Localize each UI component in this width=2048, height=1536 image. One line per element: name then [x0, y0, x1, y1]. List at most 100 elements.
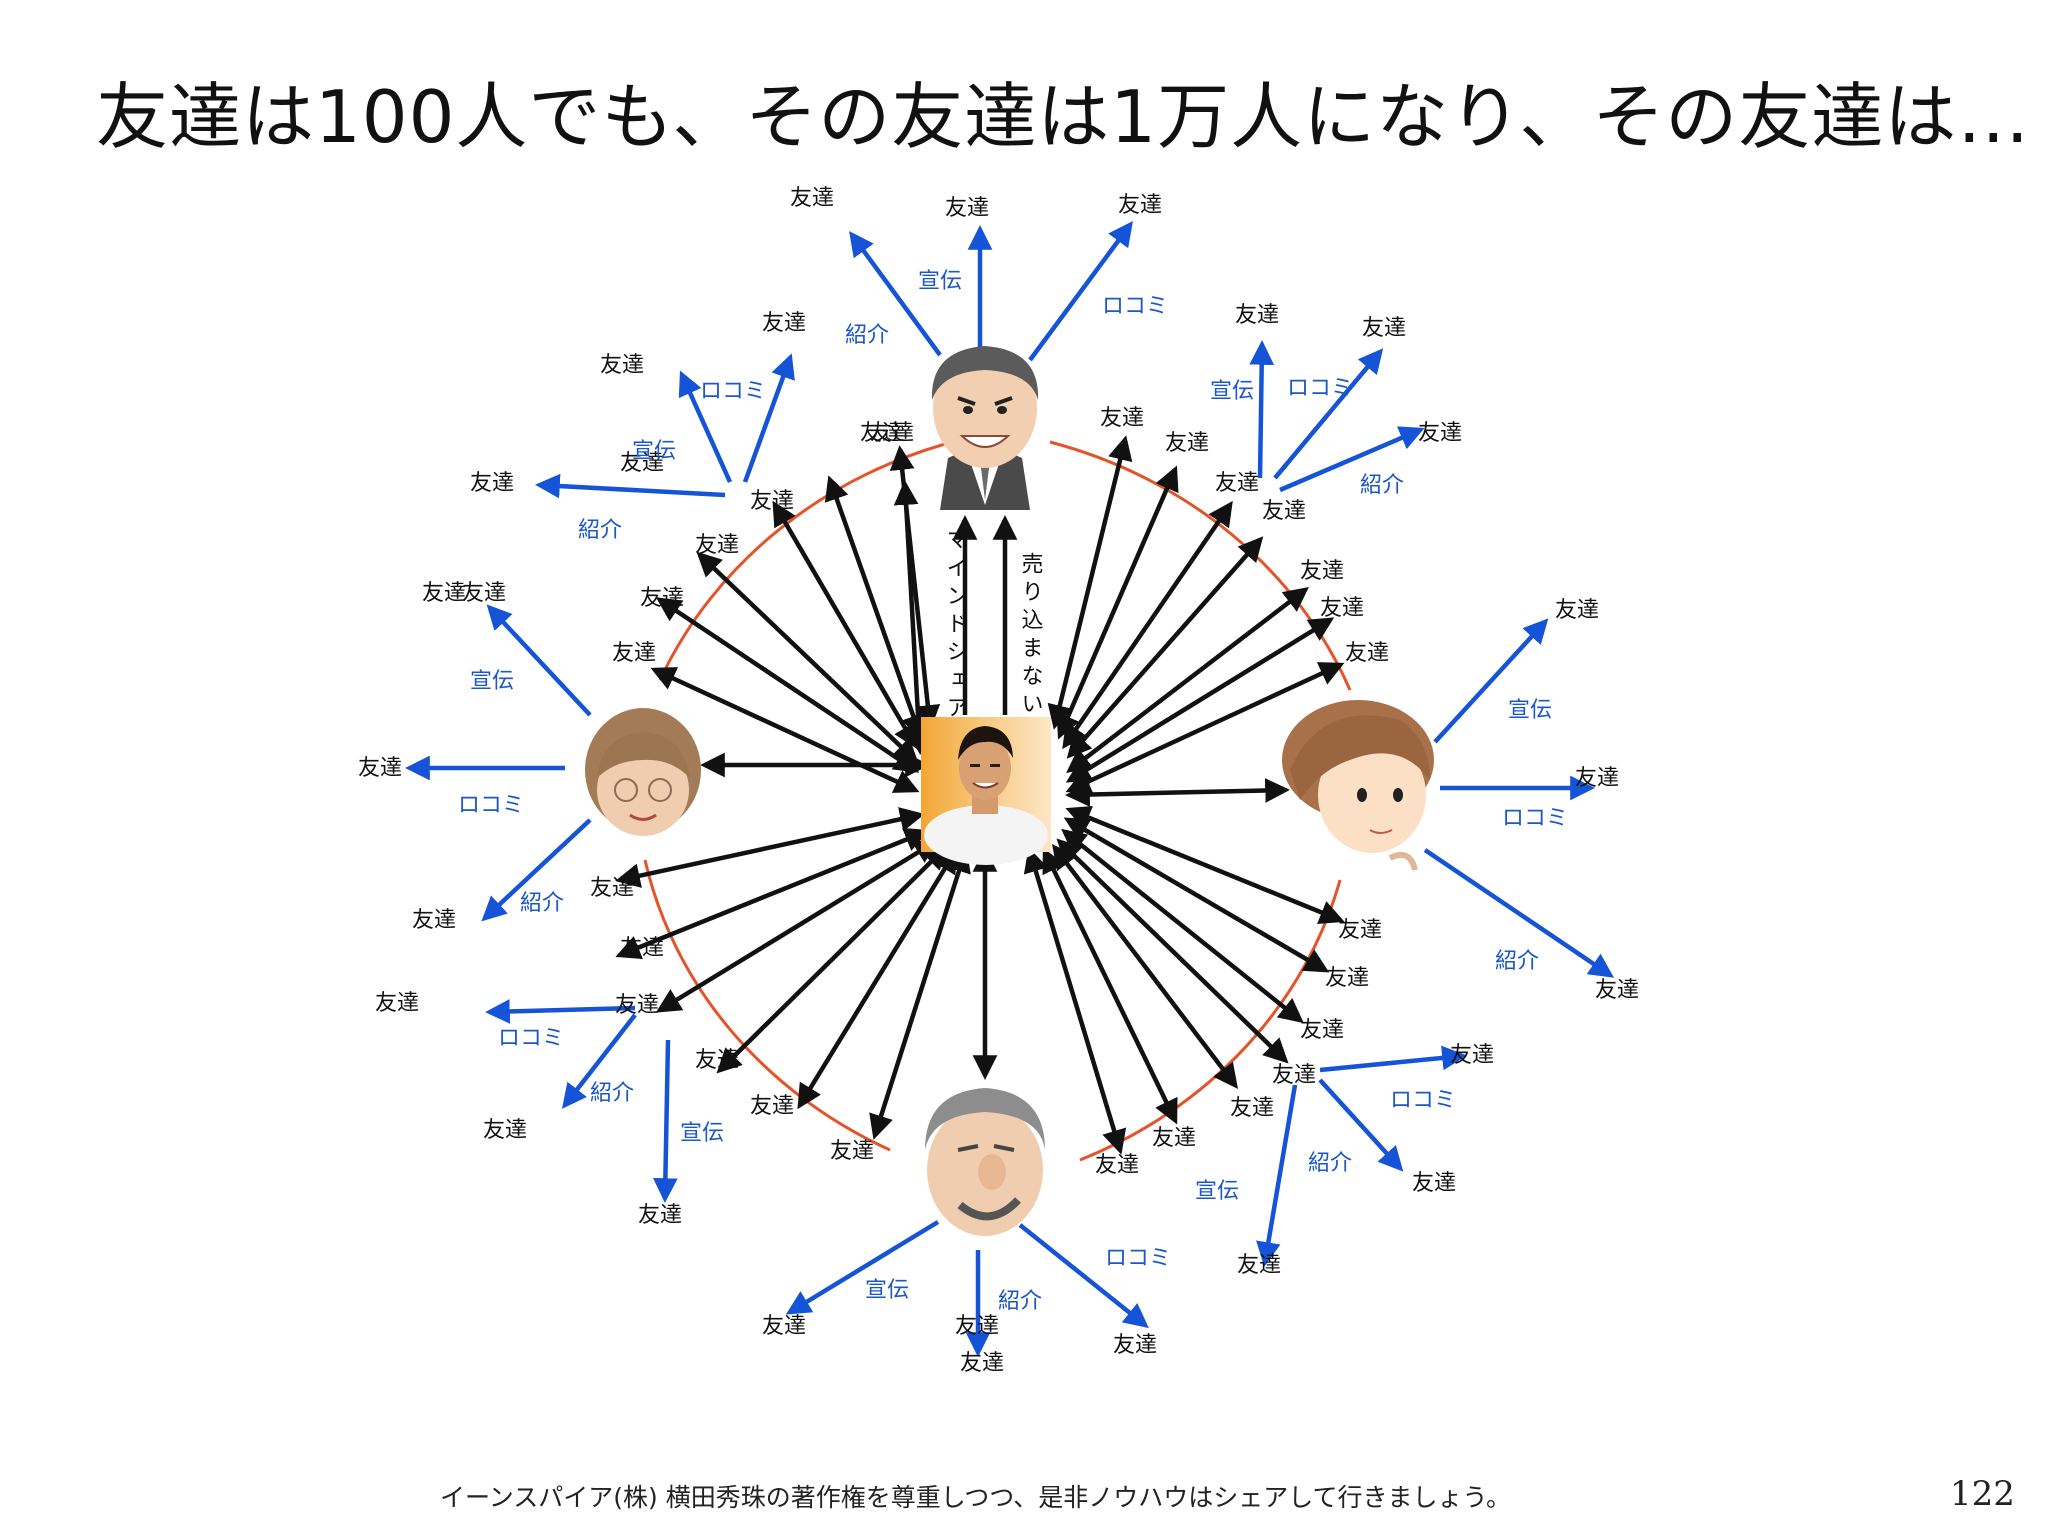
page-number: 122 — [1950, 1474, 2015, 1514]
channel-label-word-of-mouth: ロコミ — [1390, 1088, 1456, 1113]
friend-label: 友達 — [1165, 431, 1209, 456]
channel-label-advertising: 宣伝 — [1195, 1179, 1239, 1204]
friend-label: 友達 — [960, 1351, 1004, 1376]
friend-label: 友達 — [955, 1314, 999, 1339]
friend-label: 友達 — [590, 876, 634, 901]
friend-label: 友達 — [1418, 421, 1462, 446]
friend-label: 友達 — [1345, 641, 1389, 666]
blue-outward-arrow — [1273, 348, 1384, 480]
friend-label: 友達 — [1325, 966, 1369, 991]
friend-label: 友達 — [1412, 1171, 1456, 1196]
blue-outward-arrow — [1433, 618, 1549, 744]
channel-label-word-of-mouth: ロコミ — [1287, 376, 1353, 401]
channel-label-word-of-mouth: ロコミ — [458, 793, 524, 818]
channel-label-word-of-mouth: ロコミ — [1105, 1246, 1171, 1271]
friend-label: 友達 — [1595, 978, 1639, 1003]
friend-label: 友達 — [483, 1118, 527, 1143]
friend-label: 友達 — [762, 311, 806, 336]
friend-label: 友達 — [1113, 1333, 1157, 1358]
blue-outward-arrow — [1028, 221, 1133, 362]
friend-label: 友達 — [1320, 596, 1364, 621]
blue-outward-arrow — [535, 473, 726, 499]
black-spoke-arrow — [716, 844, 949, 1074]
copyright-footer: イーンスパイア(株) 横田秀珠の著作権を尊重しつつ、是非ノウハウはシェアして行き… — [440, 1483, 1511, 1512]
channel-label-advertising: 宣伝 — [470, 669, 514, 694]
blue-outward-arrow — [1319, 1045, 1467, 1073]
no-push-sell-label: 売り込まない — [1018, 552, 1044, 720]
friend-label: 友達 — [1262, 499, 1306, 524]
friend-label: 友達 — [462, 581, 506, 606]
blue-outward-arrow — [1018, 1223, 1149, 1329]
channel-label-referral: 紹介 — [1495, 949, 1539, 974]
blue-outward-arrow — [485, 999, 636, 1024]
black-spoke-arrow — [615, 827, 930, 960]
friend-label: 友達 — [358, 756, 402, 781]
slide-title: 友達は100人でも、その友達は1万人になり、その友達は… — [96, 75, 2031, 159]
blue-outward-arrow — [849, 231, 942, 357]
black-spoke-arrow — [1065, 806, 1345, 924]
friend-label: 友達 — [412, 908, 456, 933]
friend-label: 友達 — [1300, 559, 1344, 584]
friend-label: 友達 — [1272, 1063, 1316, 1088]
friend-label: 友達 — [620, 451, 664, 476]
black-spoke-arrow — [1065, 662, 1345, 793]
blue-outward-arrow — [1423, 848, 1615, 978]
channel-label-referral: 紹介 — [1308, 1151, 1352, 1176]
friend-label: 友達 — [640, 586, 684, 611]
friend-label: 友達 — [1100, 406, 1144, 431]
channel-label-advertising: 宣伝 — [1210, 379, 1254, 404]
blue-outward-arrow — [1279, 426, 1425, 493]
black-spoke-arrow — [1047, 435, 1133, 730]
black-spoke-arrow — [1063, 817, 1330, 973]
channel-label-advertising: 宣伝 — [1508, 698, 1552, 723]
friend-label: 友達 — [750, 1094, 794, 1119]
friend-label: 友達 — [860, 421, 904, 446]
center-person-photo — [921, 717, 1051, 865]
black-spoke-arrow — [1065, 778, 1290, 807]
black-spoke-arrow — [655, 839, 940, 1013]
black-arrows — [615, 435, 1345, 1155]
friend-label: 友達 — [638, 1203, 682, 1228]
channel-label-referral: 紹介 — [845, 323, 889, 348]
blue-outward-arrow — [481, 818, 592, 922]
friend-label: 友達 — [1215, 471, 1259, 496]
channel-label-word-of-mouth: ロコミ — [1102, 294, 1168, 319]
friend-label: 友達 — [600, 353, 644, 378]
top-person-businessman — [931, 346, 1039, 510]
channel-label-advertising: 宣伝 — [918, 269, 962, 294]
bottom-person-old-man — [925, 1088, 1045, 1236]
friend-label: 友達 — [695, 533, 739, 558]
friend-label: 友達 — [612, 641, 656, 666]
blue-outward-arrow — [653, 1039, 678, 1203]
blue-arrows — [405, 221, 1615, 1357]
friend-label: 友達 — [1300, 1018, 1344, 1043]
friend-label: 友達 — [1237, 1253, 1281, 1278]
channel-label-referral: 紹介 — [998, 1289, 1042, 1314]
friend-label: 友達 — [1118, 193, 1162, 218]
friend-label: 友達 — [695, 1048, 739, 1073]
friend-label: 友達 — [1338, 918, 1382, 943]
black-spoke-arrow — [869, 847, 971, 1140]
black-spoke-arrow — [772, 500, 918, 750]
friend-label: 友達 — [762, 1314, 806, 1339]
black-spoke-arrow — [1066, 586, 1309, 774]
friend-label: 友達 — [1235, 303, 1279, 328]
blue-outward-arrow — [785, 1220, 940, 1315]
blue-outward-arrow — [486, 604, 592, 717]
black-spoke-arrow — [1023, 847, 1127, 1155]
right-person-woman — [1282, 700, 1434, 871]
friend-label: 友達 — [1575, 766, 1619, 791]
blue-outward-arrow — [561, 1013, 637, 1109]
channel-label-word-of-mouth: ロコミ — [1502, 806, 1568, 831]
black-spoke-arrow — [696, 551, 919, 764]
black-spoke-arrow — [797, 847, 958, 1110]
friend-label: 友達 — [422, 581, 466, 606]
blue-outward-arrow — [1318, 1078, 1404, 1172]
friend-label: 友達 — [790, 186, 834, 211]
friend-label: 友達 — [615, 993, 659, 1018]
channel-label-referral: 紹介 — [578, 518, 622, 543]
friend-label: 友達 — [750, 489, 794, 514]
channel-label-word-of-mouth: ロコミ — [498, 1026, 564, 1051]
